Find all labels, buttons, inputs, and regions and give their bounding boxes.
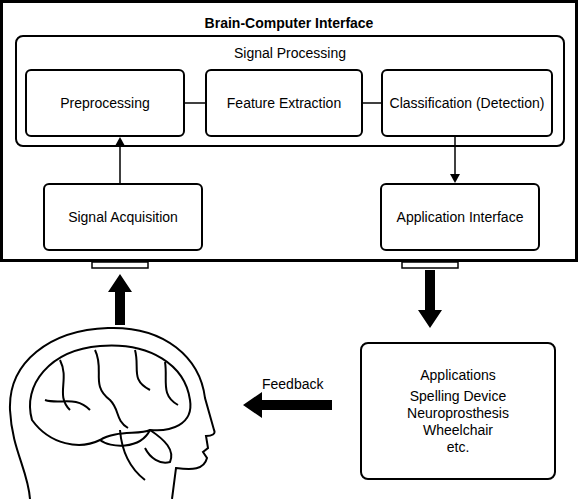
- connector-line: [185, 102, 205, 104]
- bci-frame: Brain-Computer InterfaceSignal Processin…: [0, 0, 578, 262]
- brain-fold: [45, 400, 90, 410]
- process-box: Preprocessing: [25, 69, 185, 137]
- feedback-arrow: [243, 392, 332, 418]
- connector-line: [119, 146, 121, 183]
- box-label: Signal Acquisition: [68, 209, 178, 226]
- head-illustration: [10, 328, 215, 499]
- brain-fold: [165, 362, 178, 405]
- box-label: Feature Extraction: [227, 95, 341, 112]
- brain-fold: [135, 350, 150, 390]
- box-label: Applications: [420, 367, 496, 384]
- input-arrow: [108, 274, 132, 325]
- brain-outline: [30, 346, 190, 446]
- box-text: Spelling Device: [410, 388, 507, 405]
- process-box: Signal Acquisition: [43, 183, 203, 251]
- connector: [418, 270, 442, 328]
- box-text: etc.: [447, 439, 470, 456]
- box-label: Brain-Computer Interface: [205, 15, 374, 32]
- head-outline: [10, 328, 215, 499]
- box-text: Wheelchair: [423, 422, 493, 439]
- connector: [363, 103, 381, 104]
- cerebellum: [145, 430, 171, 463]
- connector-tab: [92, 262, 148, 268]
- arrow-label: Feedback: [262, 376, 323, 392]
- process-box: Feature Extraction: [205, 69, 363, 137]
- process-box: Application Interface: [380, 183, 540, 251]
- process-box: Classification (Detection): [381, 69, 553, 137]
- box-label: Preprocessing: [60, 95, 150, 112]
- brain-stem: [120, 430, 145, 480]
- connector: [185, 103, 205, 104]
- connector-tab: [402, 262, 458, 268]
- processing-group: Signal ProcessingPreprocessing Feature Ex…: [15, 35, 565, 147]
- brain-fold: [60, 360, 70, 410]
- application-box: ApplicationsSpelling DeviceNeuroprosthes…: [360, 342, 556, 480]
- connector-line: [363, 102, 381, 104]
- box-label: Application Interface: [397, 209, 524, 226]
- block-arrow: [418, 270, 442, 328]
- brain-fold: [95, 350, 128, 428]
- brain-fold: [100, 430, 150, 440]
- box-label: Classification (Detection): [390, 95, 545, 112]
- box-label: Signal Processing: [234, 45, 346, 62]
- box-text: Neuroprosthesis: [407, 405, 509, 422]
- connector-line: [454, 137, 456, 174]
